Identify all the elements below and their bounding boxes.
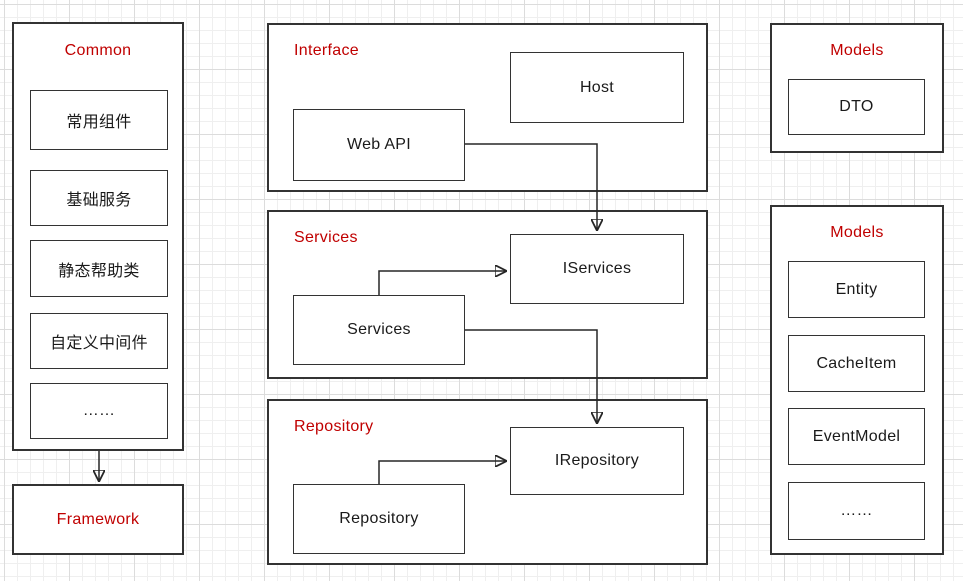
group-models-entities-title: Models (830, 224, 884, 241)
node-models-more: …… (788, 482, 925, 540)
group-models-dto-title: Models (830, 42, 884, 59)
group-common-title: Common (64, 42, 132, 59)
group-repository-title: Repository (294, 418, 374, 435)
node-cacheitem: CacheItem (788, 335, 925, 392)
node-common-item-4: 自定义中间件 (30, 313, 168, 369)
node-host: Host (510, 52, 684, 123)
node-repository: Repository (293, 484, 465, 554)
node-entity: Entity (788, 261, 925, 318)
node-dto: DTO (788, 79, 925, 135)
group-interface-title: Interface (294, 42, 359, 59)
group-services-title: Services (294, 229, 358, 246)
node-common-item-1: 常用组件 (30, 90, 168, 150)
node-common-item-3: 静态帮助类 (30, 240, 168, 297)
node-web-api: Web API (293, 109, 465, 181)
node-framework: Framework (12, 484, 184, 555)
node-irepository: IRepository (510, 427, 684, 495)
node-eventmodel: EventModel (788, 408, 925, 465)
node-common-item-2: 基础服务 (30, 170, 168, 226)
node-common-item-more: …… (30, 383, 168, 439)
node-services: Services (293, 295, 465, 365)
node-iservices: IServices (510, 234, 684, 304)
